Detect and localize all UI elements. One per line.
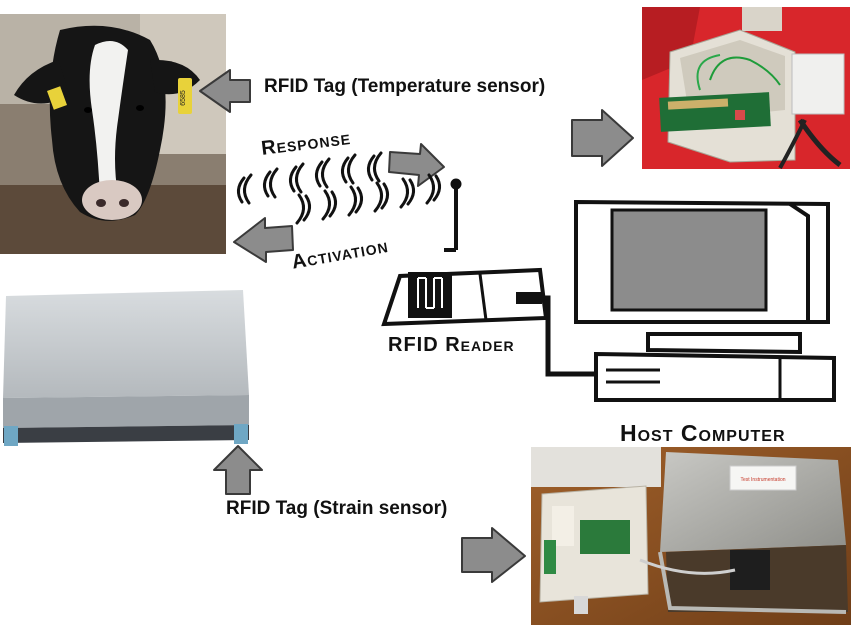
temperature-sensor-photo [642,7,850,169]
rfid-tag-strain-label: RFID Tag (Strain sensor) [226,498,448,519]
arrow-icon [388,143,445,187]
cow-photo: 6585 [0,14,226,254]
host-computer-label: Host Computer [620,420,786,446]
ear-tag-number: 6585 [180,90,187,106]
arrow-icon [213,445,263,495]
radio-wave-icon [237,151,441,225]
rfid-reader-icon [381,178,598,377]
device-box-label: Test Instrumentation [740,477,785,483]
arrow-icon [199,69,251,113]
arrow-icon [571,109,634,167]
scale-photo [3,290,249,446]
strain-sensor-photo: Test Instrumentation [531,447,851,625]
arrow-icon [233,217,294,263]
rfid-tag-temperature-label: RFID Tag (Temperature sensor) [264,76,546,97]
arrow-icon [461,527,526,583]
host-computer-icon [574,199,836,402]
rfid-reader-label: RFID Reader [388,334,515,356]
